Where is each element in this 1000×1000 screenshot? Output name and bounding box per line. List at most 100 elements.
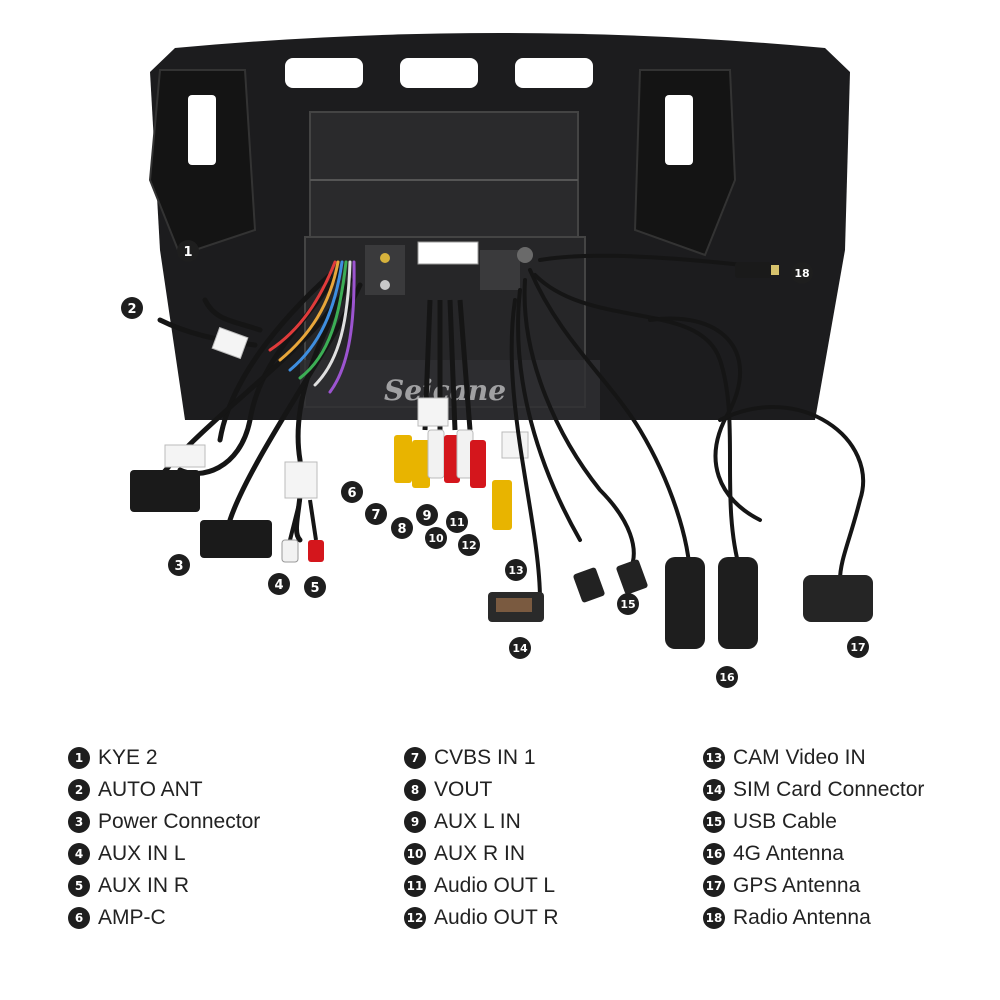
legend-number: 17	[703, 875, 725, 897]
legend-number: 12	[404, 907, 426, 929]
antenna-cables	[509, 253, 866, 621]
legend-label: GPS Antenna	[733, 874, 861, 897]
legend-label: Audio OUT L	[434, 874, 556, 897]
legend-label: Radio Antenna	[733, 906, 871, 929]
colored-wires	[268, 260, 356, 394]
svg-text:16: 16	[719, 671, 735, 684]
marker-4: 4	[268, 573, 290, 595]
legend-label: CVBS IN 1	[434, 746, 536, 769]
top-slot	[515, 58, 593, 88]
legend-label: Power Connector	[98, 810, 261, 833]
gps-antenna	[803, 575, 873, 622]
marker-2: 2	[121, 297, 143, 319]
legend-number: 4	[68, 843, 90, 865]
marker-16: 16	[716, 666, 738, 688]
radio-antenna-tip	[771, 265, 779, 275]
marker-3: 3	[168, 554, 190, 576]
svg-text:8: 8	[397, 522, 406, 537]
svg-text:10: 10	[428, 532, 444, 545]
4g-antenna	[718, 557, 758, 649]
marker-5: 5	[304, 576, 326, 598]
legend-item: 2 AUTO ANT	[68, 775, 260, 805]
label-tag	[164, 444, 206, 468]
svg-text:6: 6	[347, 486, 356, 501]
legend-item: 16 4G Antenna	[703, 839, 924, 869]
svg-text:15: 15	[620, 598, 635, 611]
rca-bundle	[394, 299, 529, 530]
legend-label: SIM Card Connector	[733, 778, 925, 801]
legend-label: 4G Antenna	[733, 842, 844, 865]
usb-connector	[573, 567, 605, 603]
svg-text:17: 17	[850, 641, 865, 654]
marker-9: 9	[416, 504, 438, 526]
legend-label: USB Cable	[733, 810, 837, 833]
svg-text:5: 5	[310, 581, 319, 596]
marker-7: 7	[365, 503, 387, 525]
legend-item: 12 Audio OUT R	[404, 903, 559, 933]
legend-item: 1 KYE 2	[68, 743, 260, 773]
legend-number: 2	[68, 779, 90, 801]
top-slot	[400, 58, 478, 88]
sim-card-slot	[496, 598, 532, 612]
legend-number: 1	[68, 747, 90, 769]
svg-text:4: 4	[274, 578, 283, 593]
marker-11: 11	[446, 511, 468, 533]
svg-text:2: 2	[127, 302, 136, 317]
marker-6: 6	[341, 481, 363, 503]
left-bracket-slot	[188, 95, 216, 165]
screw	[380, 253, 390, 263]
legend-item: 7 CVBS IN 1	[404, 743, 559, 773]
legend-label: AUTO ANT	[98, 778, 203, 801]
unit-diagram: Seicane	[121, 33, 873, 688]
legend-number: 16	[703, 843, 725, 865]
marker-13: 13	[505, 559, 527, 581]
svg-text:9: 9	[422, 509, 431, 524]
right-bracket-slot	[665, 95, 693, 165]
legend-label: KYE 2	[98, 746, 158, 769]
svg-text:12: 12	[461, 539, 476, 552]
marker-12: 12	[458, 534, 480, 556]
legend-label: AUX L IN	[434, 810, 521, 833]
svg-text:1: 1	[183, 245, 192, 260]
svg-text:18: 18	[794, 267, 809, 280]
legend-item: 18 Radio Antenna	[703, 903, 924, 933]
aux-in-rca	[281, 499, 324, 563]
legend-number: 18	[703, 907, 725, 929]
legend-number: 13	[703, 747, 725, 769]
legend-item: 14 SIM Card Connector	[703, 775, 924, 805]
power-connector	[200, 520, 272, 558]
legend-number: 7	[404, 747, 426, 769]
legend-label: Audio OUT R	[434, 906, 559, 929]
power-connector	[130, 470, 200, 512]
marker-10: 10	[425, 527, 447, 549]
legend-label: AUX IN R	[98, 874, 190, 897]
legend-number: 14	[703, 779, 725, 801]
legend-item: 9 AUX L IN	[404, 807, 559, 837]
screw	[380, 280, 390, 290]
legend-label: VOUT	[434, 778, 493, 801]
label-tag	[284, 461, 318, 499]
legend-item: 4 AUX IN L	[68, 839, 260, 869]
legend-label: AUX IN L	[98, 842, 186, 865]
fakra-port	[517, 247, 533, 263]
svg-text:3: 3	[174, 559, 183, 574]
legend-item: 17 GPS Antenna	[703, 871, 924, 901]
svg-text:13: 13	[508, 564, 523, 577]
4g-antenna	[665, 557, 705, 649]
marker-15: 15	[617, 593, 639, 615]
svg-text:11: 11	[449, 516, 464, 529]
legend-label: AMP-C	[98, 906, 166, 929]
legend-number: 10	[404, 843, 426, 865]
legend-number: 8	[404, 779, 426, 801]
svg-text:7: 7	[371, 508, 380, 523]
radio-antenna-connector	[735, 262, 771, 278]
legend-number: 9	[404, 811, 426, 833]
port-block	[480, 250, 520, 290]
